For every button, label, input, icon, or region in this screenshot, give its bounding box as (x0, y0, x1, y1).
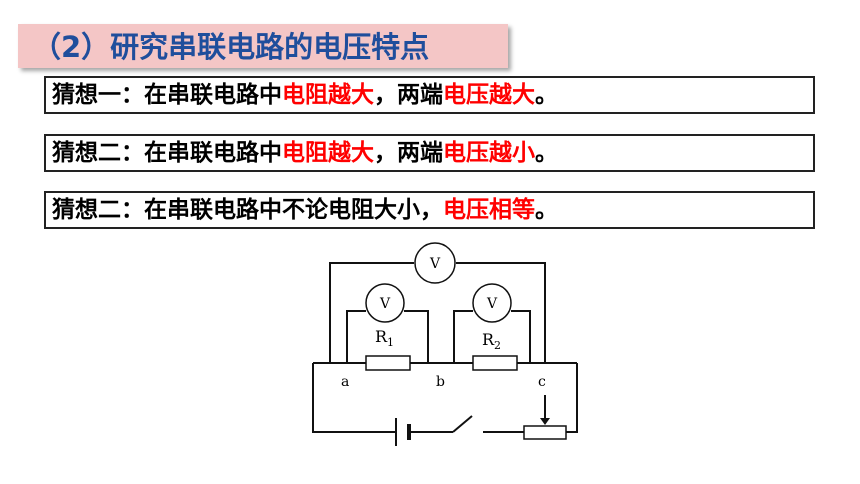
node-b-label: b (436, 374, 445, 390)
r1-label: R1 (375, 327, 394, 349)
wire-right-loop (566, 363, 578, 433)
hypothesis-box-2: 猜想二：在串联电路中电阻越大，两端电压越小。 (44, 134, 815, 172)
hypothesis-box-3: 猜想二：在串联电路中不论电阻大小，电压相等。 (44, 191, 815, 229)
hypothesis-text-1: 猜想一：在串联电路中电阻越大，两端电压越大。 (52, 82, 558, 108)
voltmeter-total (414, 242, 456, 284)
slider-arrow-icon (540, 418, 550, 425)
wire-top-right (456, 262, 546, 363)
hypothesis-text-3: 猜想二：在串联电路中不论电阻大小，电压相等。 (52, 197, 558, 223)
wire-v1-left (346, 310, 366, 363)
resistor-r2 (472, 355, 518, 371)
voltmeter-r1 (365, 283, 405, 323)
node-c-label: c (538, 374, 546, 390)
r2-label: R2 (482, 330, 501, 352)
voltmeter-r1-label: V (379, 296, 391, 312)
title-banner (18, 24, 508, 68)
wire-top-left (329, 262, 414, 363)
voltmeter-r2 (472, 283, 512, 323)
voltmeter-total-label: V (429, 256, 441, 272)
wire-v1-right (404, 310, 429, 363)
rheostat (523, 425, 567, 440)
hypothesis-box-1: 猜想一：在串联电路中电阻越大，两端电压越大。 (44, 76, 815, 114)
page-title: （2）研究串联电路的电压特点 (32, 30, 430, 64)
switch-blade (452, 415, 473, 433)
resistor-r1 (365, 355, 411, 371)
hypothesis-text-2: 猜想二：在串联电路中电阻越大，两端电压越小。 (52, 140, 558, 166)
wire-v2-left (453, 310, 473, 363)
wire-v2-right (511, 310, 531, 363)
voltmeter-r2-label: V (486, 296, 498, 312)
wire-left-loop (312, 363, 396, 433)
node-a-label: a (341, 374, 349, 390)
